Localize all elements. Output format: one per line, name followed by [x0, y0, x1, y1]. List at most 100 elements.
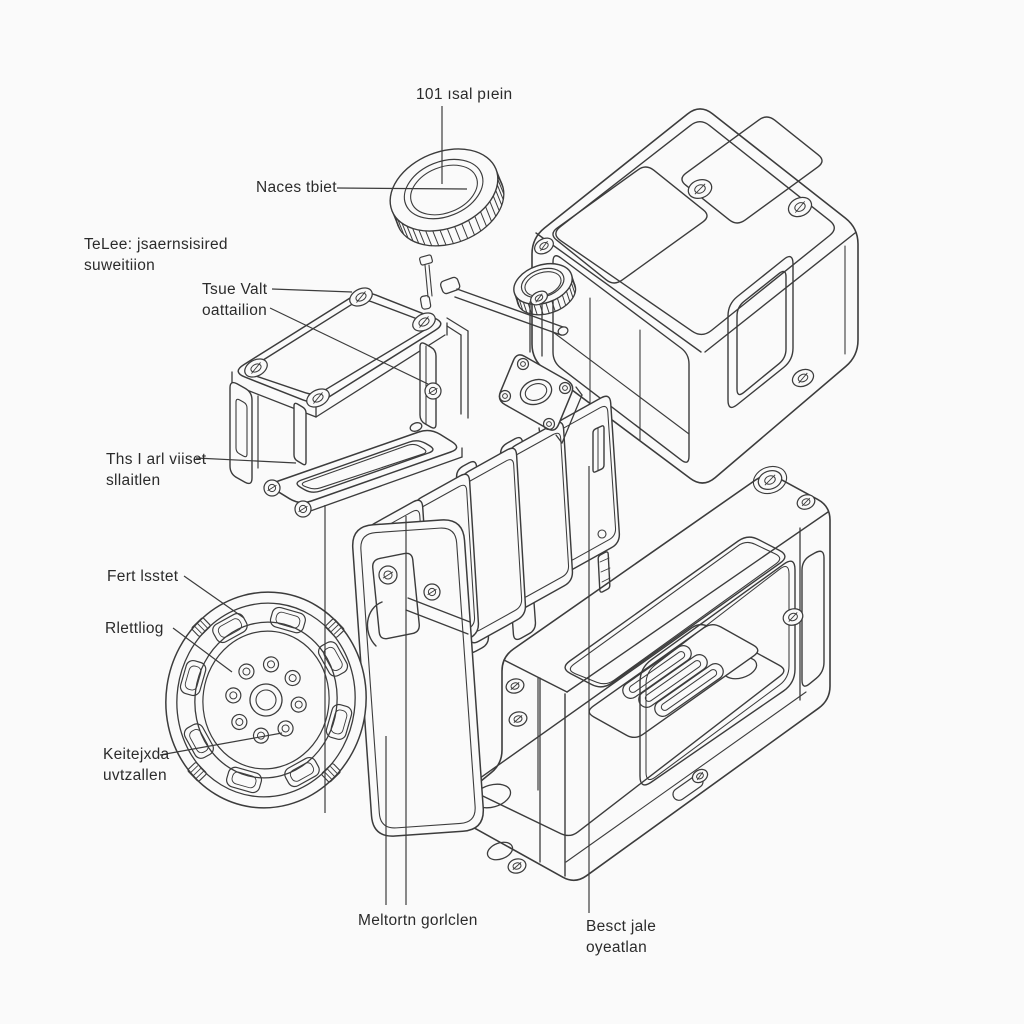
leader-line [195, 457, 297, 464]
segmented-rotor-dial [165, 591, 367, 809]
mplate-corner-screw [498, 389, 512, 403]
knurl-hatch [551, 300, 556, 312]
label-text: Keitejxda [103, 746, 170, 763]
screw [791, 368, 815, 388]
slot-inner [323, 646, 343, 672]
screw-inner [513, 715, 523, 723]
pin [419, 295, 432, 310]
slot-inner [628, 651, 686, 693]
screw-slot [798, 372, 808, 384]
rotor-slot [225, 766, 263, 794]
knurl-hatch [480, 211, 488, 227]
box-open-face-inner [552, 255, 690, 463]
pin-cylinder [597, 551, 611, 593]
screw [294, 500, 312, 518]
screw-inner [794, 202, 806, 212]
ellipse-detail [176, 602, 356, 798]
pad-outline [187, 762, 207, 782]
pad-hatch [195, 770, 204, 779]
screw-inner [512, 862, 522, 870]
knurl-hatch [495, 189, 503, 206]
box-side-recess-inner [736, 270, 787, 396]
bracket-leg-window [235, 398, 248, 458]
rotor-screw [225, 687, 242, 704]
pad-outline [325, 618, 345, 638]
screw [534, 237, 554, 255]
center-mounting-plate [498, 301, 583, 444]
screw-inner [267, 483, 277, 493]
box-side-recess [727, 255, 794, 409]
slot-outline [654, 663, 724, 717]
slot-outline [183, 723, 214, 759]
knurl-hatch [406, 225, 414, 242]
label-text: Tsue Valt [202, 281, 268, 298]
screw [787, 196, 813, 218]
plate-slot-inner [301, 443, 427, 490]
screw [306, 388, 330, 408]
rotor-slot [284, 756, 320, 788]
box-edge [535, 232, 702, 353]
ellipse-detail [389, 148, 499, 232]
screw-inner [427, 587, 437, 597]
knurl-hatch [439, 229, 447, 246]
screw [796, 494, 816, 510]
ellipse-detail [202, 630, 330, 770]
mplate-corner-screw [516, 357, 530, 371]
ellipse-detail [403, 158, 484, 220]
pin-hatch [599, 557, 610, 563]
rotor-screw-inner [267, 660, 276, 669]
pad-hatch [194, 625, 202, 634]
knurl-hatch [492, 195, 500, 212]
rotor-screw [238, 663, 255, 680]
slot-inner [217, 618, 243, 638]
rod-edge [454, 296, 562, 336]
label-text: 101 ısal pıein [416, 86, 513, 103]
mplate-corner-screw [542, 417, 556, 431]
bead [597, 529, 607, 539]
base-edge-inner [565, 691, 807, 863]
mplate-corner-screw-inner [520, 361, 526, 367]
tall-plate [352, 519, 484, 837]
bracket-left-leg [229, 381, 253, 485]
knurl-hatch [533, 303, 538, 316]
screw-slot [427, 588, 437, 596]
knurl-hatch [518, 299, 524, 311]
knurl-hatch [397, 219, 405, 236]
knurl-hatch [561, 294, 567, 306]
rim-opening [564, 536, 786, 688]
rod-edge [456, 288, 564, 328]
pad-hatch [197, 623, 205, 632]
screw-inner [764, 475, 776, 485]
slot-outline [269, 606, 306, 634]
label-melt: Meltortn gorlclen [358, 910, 478, 931]
knurl-hatch [565, 290, 571, 303]
knurl-hatch [569, 286, 574, 299]
screw [507, 858, 527, 874]
pin-hatch [601, 577, 611, 583]
bracket-mid-post [293, 402, 307, 466]
slot-inner [189, 729, 209, 754]
screw-slot [801, 497, 811, 507]
slot-inner [184, 665, 202, 691]
screw-slot [535, 293, 543, 303]
mplate-corner-screw [558, 381, 572, 395]
label-rlett: Rlettliog [105, 618, 164, 639]
mplate-corner-screw-inner [546, 421, 552, 427]
bracket-top-plate [237, 292, 442, 403]
screw-slot [694, 183, 706, 195]
label-text: Rlettliog [105, 620, 164, 637]
plate-end-hole [409, 422, 423, 432]
screw [530, 290, 548, 306]
rotor-pad [325, 618, 345, 638]
rotor-screw [252, 727, 270, 744]
screw-inner [312, 393, 324, 403]
detail-line [561, 394, 583, 444]
base-hole [486, 841, 514, 861]
enclosure-box [531, 108, 859, 484]
pad-hatch [324, 771, 332, 780]
rotor-screw-inner [235, 717, 244, 726]
detail-line [575, 386, 583, 396]
